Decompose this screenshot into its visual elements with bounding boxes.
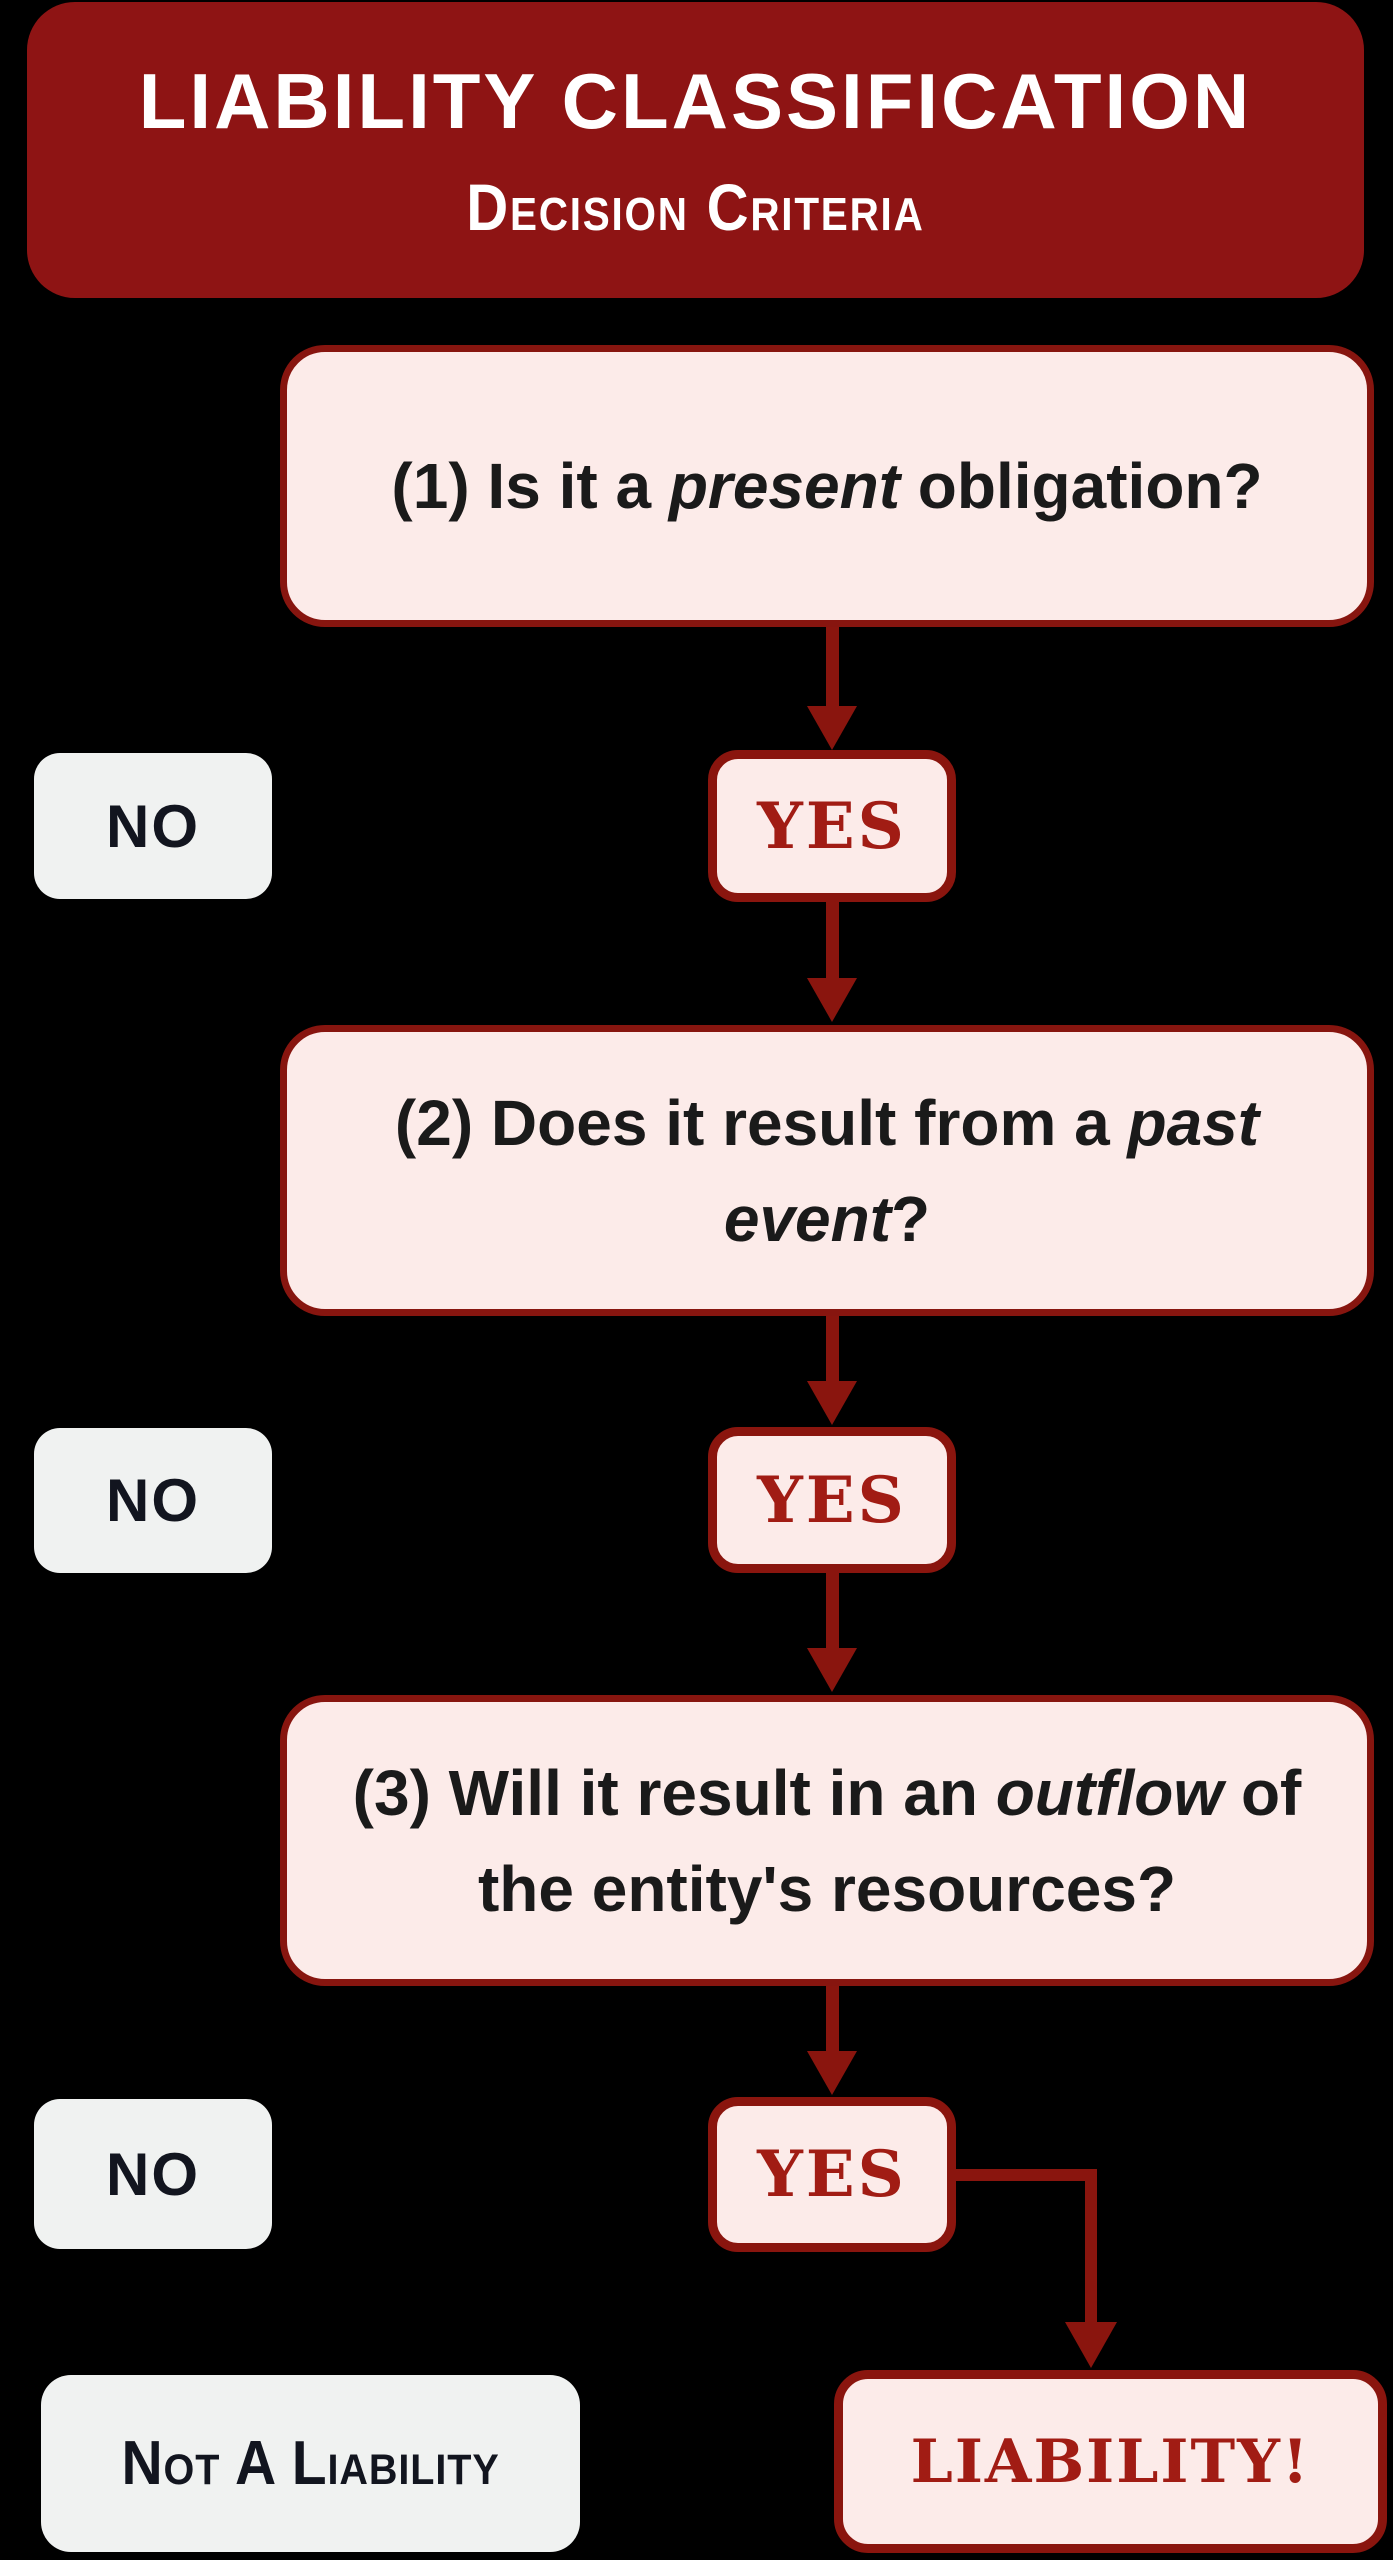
question-1-text: (1) Is it a present obligation? [391, 438, 1262, 534]
arrow-line-yes1-to-q2 [826, 902, 839, 980]
question-3-text: (3) Will it result in an outflow of the … [353, 1745, 1302, 1937]
arrow-down-icon [1065, 2322, 1117, 2368]
no-node-3: NO [34, 2099, 272, 2249]
no-node-2: NO [34, 1428, 272, 1573]
arrow-line-q2-to-yes2 [826, 1316, 839, 1382]
yes-label: YES [757, 788, 907, 864]
question-3-suffix: of the entity's resources? [477, 1756, 1302, 1925]
question-1-prefix: (1) Is it a [391, 450, 669, 522]
no-label: NO [106, 2140, 200, 2208]
liability-label: LIABILITY! [910, 2426, 1311, 2497]
yes-node-2: YES [708, 1427, 956, 1573]
header-subtitle: Decision Criteria [466, 169, 925, 244]
question-3-italic: outflow [995, 1756, 1224, 1829]
header-banner: LIABILITY CLASSIFICATION Decision Criter… [27, 2, 1364, 298]
arrow-down-icon [807, 2051, 857, 2095]
question-1-italic: present [668, 450, 900, 522]
question-box-1: (1) Is it a present obligation? [280, 345, 1374, 627]
liability-node: LIABILITY! [834, 2370, 1387, 2553]
yes-node-1: YES [708, 750, 956, 902]
question-3-prefix: (3) Will it result in an [352, 1756, 996, 1829]
arrow-down-icon [807, 1381, 857, 1425]
elbow-line-yes3-vertical [1085, 2169, 1097, 2323]
question-2-prefix: (2) Does it result from a [394, 1086, 1128, 1159]
arrow-down-icon [807, 978, 857, 1022]
arrow-down-icon [807, 706, 857, 750]
arrow-line-q3-to-yes3 [826, 1986, 839, 2052]
question-1-suffix: obligation? [900, 450, 1263, 522]
yes-label: YES [757, 1462, 907, 1538]
arrow-line-q1-to-yes1 [826, 627, 839, 707]
not-a-liability-node: Not A Liability [41, 2375, 580, 2552]
no-node-1: NO [34, 753, 272, 899]
question-box-3: (3) Will it result in an outflow of the … [280, 1695, 1374, 1986]
arrow-down-icon [807, 1648, 857, 1692]
not-a-liability-label: Not A Liability [121, 2429, 500, 2498]
question-2-text: (2) Does it result from a past event? [395, 1075, 1259, 1267]
arrow-line-yes2-to-q3 [826, 1573, 839, 1649]
elbow-line-yes3-horizontal [945, 2169, 1097, 2181]
no-label: NO [106, 792, 200, 860]
question-2-italic: past event [723, 1086, 1260, 1255]
no-label: NO [106, 1467, 200, 1534]
header-title: LIABILITY CLASSIFICATION [138, 56, 1253, 145]
question-2-suffix: ? [891, 1182, 931, 1255]
yes-node-3: YES [708, 2097, 956, 2252]
yes-label: YES [757, 2137, 907, 2212]
question-box-2: (2) Does it result from a past event? [280, 1025, 1374, 1316]
